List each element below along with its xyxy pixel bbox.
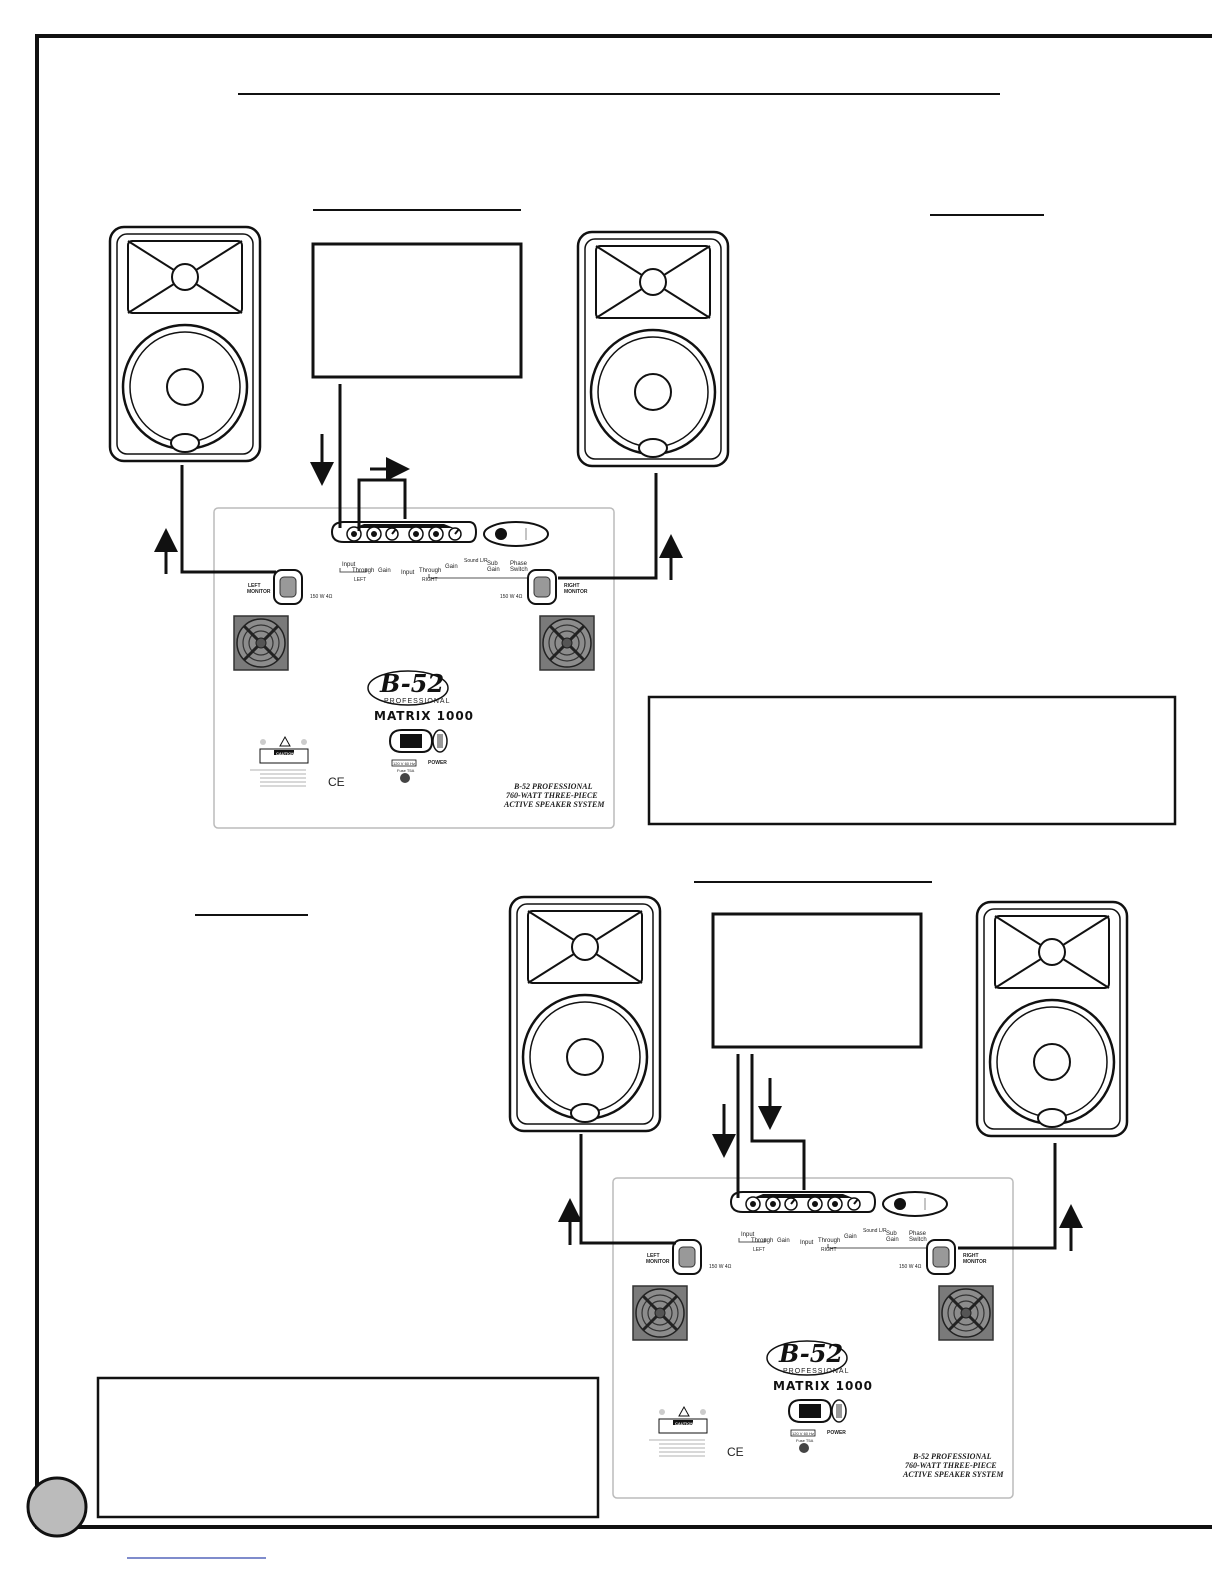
label-phase-switch-2: Switch <box>909 1237 927 1243</box>
label-sub-2: Sub <box>886 1231 897 1237</box>
label-input-left: Input <box>342 562 356 568</box>
label-gain-left-2: Gain <box>777 1238 790 1244</box>
label-right-watts: 150 W 4Ω <box>500 594 523 600</box>
desc-line-2-2: 760-WATT THREE-PIECE <box>905 1461 997 1470</box>
source-device-box-2 <box>711 912 923 1049</box>
label-gain-right: Gain <box>445 564 458 570</box>
desc-line-3: ACTIVE SPEAKER SYSTEM <box>503 800 605 809</box>
ce-mark: CE <box>328 775 345 789</box>
brand-subtitle: PROFESSIONAL <box>384 698 450 705</box>
model-name: MATRIX 1000 <box>374 709 474 723</box>
label-through-right-2: Through <box>818 1238 840 1244</box>
label-right-monitor: RIGHT <box>564 583 580 589</box>
brand-logo-2: B-52 <box>778 1339 843 1368</box>
label-through-right: Through <box>419 568 441 574</box>
caution-label: CAUTION <box>276 751 294 756</box>
caution-label-2: CAUTION <box>675 1421 693 1426</box>
desc-line-1-2: B-52 PROFESSIONAL <box>912 1452 992 1461</box>
brand-logo: B-52 <box>379 669 444 698</box>
label-right-monitor-b: RIGHT <box>963 1253 979 1259</box>
note-box-one <box>647 695 1177 826</box>
label-through-left-2: Through <box>751 1238 773 1244</box>
label-sub-gain: Gain <box>487 567 500 573</box>
cable-right-monitor-2 <box>958 1143 1057 1250</box>
label-channel-right-2: RIGHT <box>821 1247 837 1253</box>
label-left-monitor-b2: MONITOR <box>646 1259 670 1265</box>
label-input-right-2: Input <box>800 1240 814 1246</box>
label-through-left: Through <box>352 568 374 574</box>
power-label: POWER <box>428 760 447 766</box>
label-gain-right-2: Gain <box>844 1234 857 1240</box>
label-input-right: Input <box>401 570 415 576</box>
desc-line-2: 760-WATT THREE-PIECE <box>506 791 598 800</box>
cable-left-monitor-2 <box>579 1134 676 1245</box>
label-phase-2: Phase <box>909 1231 927 1237</box>
amplifier-panel: Input Through Gain Input Through Gain LE… <box>214 508 614 828</box>
voltage-label: 120 V 60 Hz <box>393 761 415 766</box>
label-channel-left-2: LEFT <box>753 1247 765 1253</box>
right-monitor-speaker <box>576 230 730 468</box>
label-phase-switch: Switch <box>510 567 528 573</box>
right-monitor-speaker-2 <box>975 900 1129 1138</box>
label-sub-gain-2: Gain <box>886 1237 899 1243</box>
page-number-badge <box>26 1476 88 1538</box>
fuse-label-2: Fuse T5A <box>796 1438 814 1443</box>
cable-left-monitor <box>180 465 276 574</box>
cable-source-right-input <box>750 1054 806 1190</box>
voltage-label-2: 120 V 60 Hz <box>792 1431 814 1436</box>
label-right-monitor-b2: MONITOR <box>963 1259 987 1265</box>
ce-mark-2: CE <box>727 1445 744 1459</box>
label-sound-2: Sound L/R <box>863 1228 887 1234</box>
desc-line-1: B-52 PROFESSIONAL <box>513 782 593 791</box>
note-box-two <box>96 1376 600 1519</box>
cable-right-monitor <box>558 473 658 580</box>
label-left-watts-2: 150 W 4Ω <box>709 1264 732 1270</box>
desc-line-3-2: ACTIVE SPEAKER SYSTEM <box>902 1470 1004 1479</box>
label-gain-left: Gain <box>378 568 391 574</box>
label-input-left-2: Input <box>741 1232 755 1238</box>
label-left-watts: 150 W 4Ω <box>310 594 333 600</box>
fuse-label: Fuse T5A <box>397 768 415 773</box>
left-monitor-speaker <box>108 225 262 463</box>
label-left-monitor-b: LEFT <box>647 1253 660 1259</box>
label-phase: Phase <box>510 561 528 567</box>
page-border <box>35 34 1212 1529</box>
model-name-2: MATRIX 1000 <box>773 1379 873 1393</box>
power-label-2: POWER <box>827 1430 846 1436</box>
source-device-box <box>311 242 523 379</box>
diagram-one: Input Through Gain Input Through Gain LE… <box>108 225 1177 828</box>
label-right-watts-2: 150 W 4Ω <box>899 1264 922 1270</box>
diagram-two: Input Through Gain Input Through Gain LE… <box>96 895 1129 1519</box>
label-left-monitor: LEFT <box>248 583 261 589</box>
label-sound: Sound L/R <box>464 558 488 564</box>
label-channel-left: LEFT <box>354 577 366 583</box>
label-left-monitor-2: MONITOR <box>247 589 271 595</box>
cable-through-link <box>357 478 407 531</box>
label-right-monitor-2: MONITOR <box>564 589 588 595</box>
amplifier-panel-2: Input Through Gain Input Through Gain LE… <box>613 1178 1013 1498</box>
brand-subtitle-2: PROFESSIONAL <box>783 1368 849 1375</box>
left-monitor-speaker-2 <box>508 895 662 1133</box>
label-channel-right: RIGHT <box>422 577 438 583</box>
label-sub: Sub <box>487 561 498 567</box>
